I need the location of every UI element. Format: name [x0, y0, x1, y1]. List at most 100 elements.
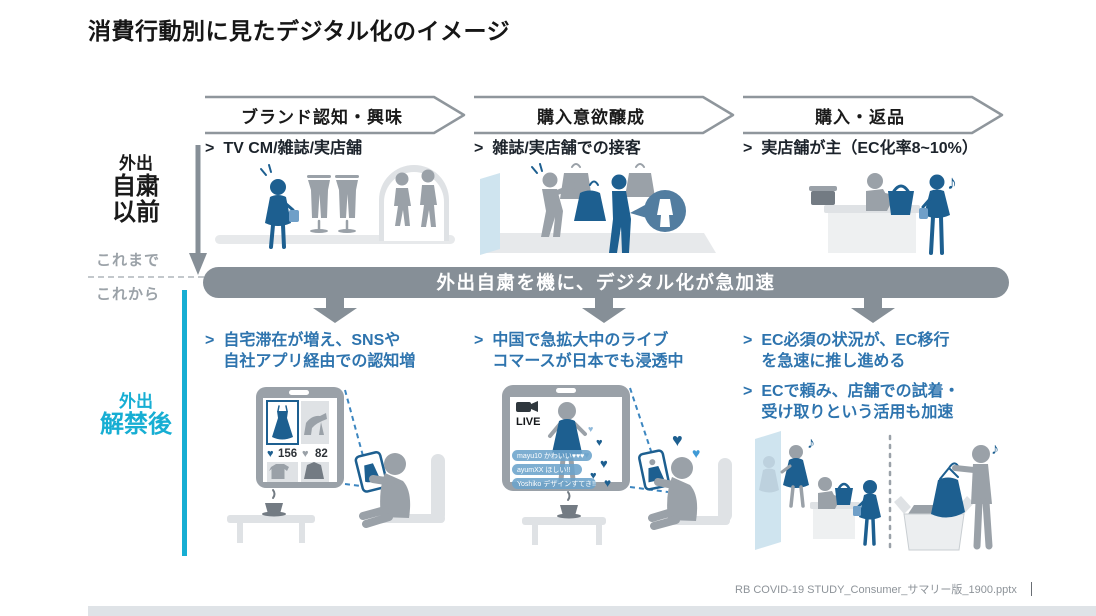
handbag [289, 210, 299, 222]
bullet-text: 雑誌/実店舗での接客 [492, 140, 641, 157]
heart-icon: ♥ [596, 437, 603, 449]
heart-icon: ♥ [267, 448, 274, 460]
illustration-sns-app: ♥ 156 ♥ 82 [227, 387, 445, 543]
heart-icon: ♥ [590, 470, 597, 482]
heart-icon: ♥ [600, 456, 608, 471]
music-note-icon: ♪ [991, 441, 999, 458]
illustration-live-commerce: LIVE ♥ ♥ ♥ ♥ ♥ ♥ mayu10 かわいい♥♥ [502, 385, 732, 545]
like-count: 156 [278, 448, 297, 460]
column-header: 購入意欲醸成 [537, 107, 645, 127]
handbag [853, 506, 861, 516]
page-title: 消費行動別に見たデジタル化のイメージ [88, 18, 511, 44]
heart-icon: ♥ [588, 424, 593, 434]
illustration-store-service [480, 163, 716, 255]
product-card-tshirt [267, 462, 298, 482]
handbag [919, 208, 928, 219]
fitting-mirror [480, 173, 500, 255]
store-window [379, 165, 449, 241]
timeline-down-arrow-icon [189, 145, 207, 275]
heart-icon: ♥ [672, 430, 683, 450]
bullet-text: 自宅滞在が増え、SNSや 自社アプリ経由での認知増 [223, 332, 416, 370]
heart-icon: ♥ [604, 476, 611, 490]
dress-on-hanger [931, 462, 965, 518]
timeline-until-now-label: これまで [96, 252, 161, 269]
customer-figure [609, 174, 631, 253]
column-purchase-intent: 購入意欲醸成 > 雑誌/実店舗での接客 [472, 0, 736, 616]
timeline-divider [88, 276, 204, 278]
table [227, 515, 315, 543]
unboxing-figure [952, 445, 993, 550]
mannequin-figures [394, 169, 437, 227]
chevron-header-shape [205, 95, 466, 135]
bullet-text: ECで頼み、店舗での試着・ 受け取りという活用も加速 [761, 383, 960, 421]
chevron-header-shape [743, 95, 1004, 135]
before-bullets: > 実店舗が主（EC化率8~10%） [743, 138, 1005, 159]
column-header: ブランド認知・興味 [241, 107, 403, 127]
down-arrow-icon [582, 297, 626, 323]
product-card-dress [266, 400, 299, 445]
timeline-before-large: 自粛 以前 [112, 173, 160, 226]
bullet-marker: > [743, 140, 753, 157]
chevron-header-shape [474, 95, 735, 135]
bottom-bar [88, 606, 1096, 616]
bullet-item: > 雑誌/実店舗での接客 [474, 138, 736, 159]
illustration-store-purchase: ♪ [809, 172, 957, 255]
clerk-figure [531, 163, 579, 237]
fitting-mirror [755, 431, 781, 550]
shopping-bag [888, 184, 914, 215]
product-card-shoe [301, 401, 329, 444]
coffee-cup [262, 489, 286, 517]
projection-dashed-lines [344, 389, 364, 487]
bullet-text: 中国で急拡大中のライブ コマースが日本でも浸透中 [492, 332, 684, 370]
customer-figure [919, 174, 950, 255]
bullet-marker: > [743, 383, 753, 400]
timeline-before-label: 外出 自粛 以前 [92, 153, 180, 226]
bullet-marker: > [205, 140, 215, 157]
comment-text: ayumXX ほしい!! [517, 466, 570, 474]
bullet-item: > EC必須の状況が、EC移行 を急速に推し進める [743, 330, 1005, 372]
column-purchase-return: 購入・返品 > 実店舗が主（EC化率8~10%） [741, 0, 1005, 616]
live-label: LIVE [516, 416, 540, 428]
exclaim-sparkle-icon [260, 164, 272, 176]
relaxing-person [648, 457, 732, 530]
after-bullets: > 自宅滞在が増え、SNSや 自社アプリ経由での認知増 [205, 330, 467, 372]
product-card-jacket [301, 462, 329, 482]
chair-back [718, 458, 732, 522]
footer-cursor [1030, 582, 1032, 596]
phone-mockup: ♥ 156 ♥ 82 [256, 387, 344, 488]
pants-display [307, 175, 359, 233]
coffee-cup [557, 491, 581, 519]
jacket-on-hanger [574, 180, 606, 221]
after-bullets: > 中国で急拡大中のライブ コマースが日本でも浸透中 [474, 330, 736, 372]
relaxing-person [359, 453, 445, 528]
comment-text: Yoshiko デザインすてき!! [517, 479, 596, 488]
music-note-icon: ♪ [947, 172, 957, 194]
cash-register [809, 186, 837, 205]
music-note-icon: ♪ [807, 435, 815, 452]
bullet-text: TV CM/雑誌/実店舗 [223, 140, 363, 157]
shopping-bag [835, 482, 853, 505]
timeline-after-small: 外出 [119, 392, 153, 411]
timeline-accent-line [182, 290, 187, 556]
exclaim-sparkle-icon [531, 163, 543, 174]
timeline-before-small: 外出 [119, 154, 153, 173]
before-bullets: > TV CM/雑誌/実店舗 [205, 138, 467, 159]
comment-text: mayu10 かわいい♥♥♥ [517, 452, 584, 460]
bullet-marker: > [205, 332, 215, 349]
column-brand-awareness: ブランド認知・興味 > TV CM/雑誌/実店舗 [203, 0, 467, 616]
column-header: 購入・返品 [815, 107, 905, 127]
mirror-reflection [759, 456, 779, 493]
bullet-item: > TV CM/雑誌/実店舗 [205, 138, 467, 159]
bullet-marker: > [474, 332, 484, 349]
down-arrow-icon [313, 297, 357, 323]
footer: RB COVID-19 STUDY_Consumer_サマリー版_1900.pp… [735, 581, 1032, 597]
bullet-marker: > [474, 140, 484, 157]
video-camera-icon [516, 401, 538, 412]
like-count: 82 [315, 448, 328, 460]
heart-icon: ♥ [302, 448, 309, 460]
clothes-rack [560, 163, 655, 199]
floor [484, 233, 716, 253]
customer-figure [853, 480, 881, 546]
suit-suggestion-bubble [630, 190, 686, 232]
